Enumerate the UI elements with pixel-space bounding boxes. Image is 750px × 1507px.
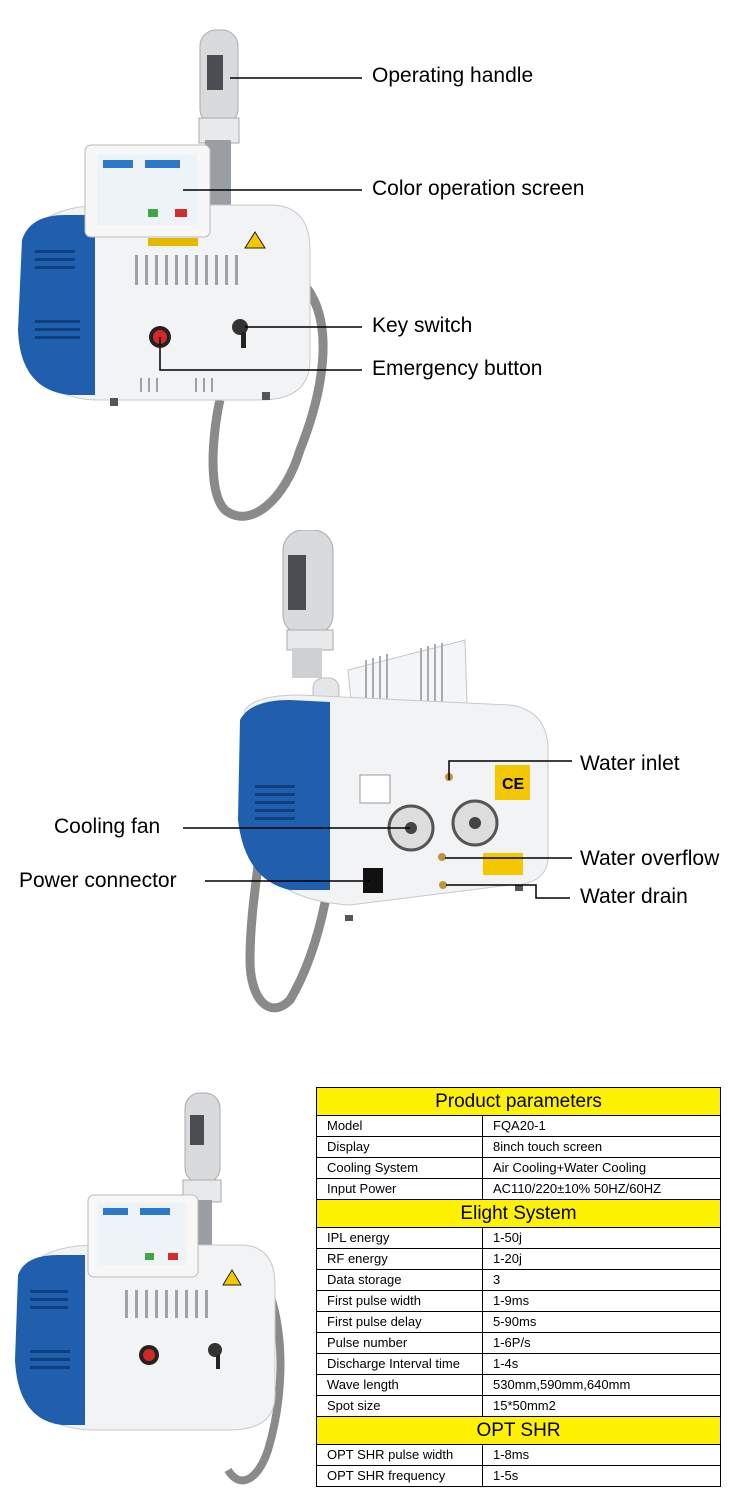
front-view-section: Operating handle Color operation screen … xyxy=(0,0,750,530)
label-color-operation-screen: Color operation screen xyxy=(372,177,585,200)
label-power-connector: Power connector xyxy=(19,869,177,892)
label-water-inlet: Water inlet xyxy=(580,752,680,775)
ce-mark: CE xyxy=(502,776,525,793)
label-water-overflow: Water overflow xyxy=(580,847,720,870)
label-water-drain: Water drain xyxy=(580,885,688,908)
label-emergency-button: Emergency button xyxy=(372,357,543,380)
front-view-machine-illustration xyxy=(18,29,362,521)
label-key-switch: Key switch xyxy=(372,314,473,337)
label-cooling-fan: Cooling fan xyxy=(54,815,161,838)
label-operating-handle: Operating handle xyxy=(372,64,534,87)
table-header-elight-system: Elight System xyxy=(316,1199,721,1228)
table-header-product-parameters: Product parameters xyxy=(316,1087,721,1116)
table-header-opt-shr: OPT SHR xyxy=(316,1416,721,1445)
rear-view-machine-illustration: CE xyxy=(183,530,572,1013)
thumbnail-machine-illustration xyxy=(15,1092,285,1485)
rear-view-section: CE Water inlet Cooling fan Water overflo… xyxy=(0,530,750,1050)
